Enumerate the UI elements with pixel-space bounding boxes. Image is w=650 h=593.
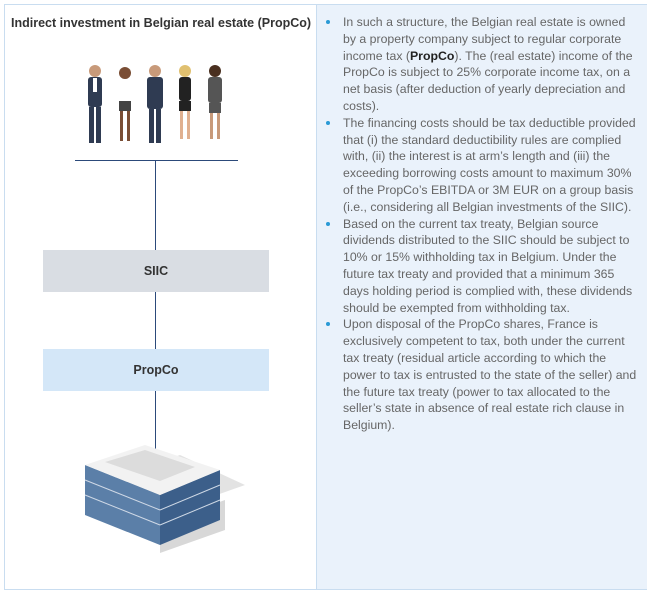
bullet-text: ). The (real estate) income of the PropC… xyxy=(343,48,633,113)
notes-list: In such a structure, the Belgian real es… xyxy=(317,14,647,434)
list-item: Based on the current tax treaty, Belgian… xyxy=(326,216,639,317)
connector-line xyxy=(155,160,156,250)
diagram-panel: Indirect investment in Belgian real esta… xyxy=(5,5,316,589)
notes-panel: In such a structure, the Belgian real es… xyxy=(316,5,647,589)
investors-icon xyxy=(88,65,222,143)
connector-line xyxy=(75,160,238,161)
connector-line xyxy=(155,391,156,449)
propco-box: PropCo xyxy=(43,349,269,391)
bold-term: PropCo xyxy=(409,48,455,63)
list-item: Upon disposal of the PropCo shares, Fran… xyxy=(326,316,639,434)
list-item: In such a structure, the Belgian real es… xyxy=(326,14,639,115)
building-icon xyxy=(84,445,245,553)
diagram-title: Indirect investment in Belgian real esta… xyxy=(11,16,312,30)
siic-box: SIIC xyxy=(43,250,269,292)
bullet-text: In such a structure, the Belgian real es… xyxy=(343,15,626,63)
list-item: The financing costs should be tax deduct… xyxy=(326,115,639,216)
connector-line xyxy=(155,292,156,349)
